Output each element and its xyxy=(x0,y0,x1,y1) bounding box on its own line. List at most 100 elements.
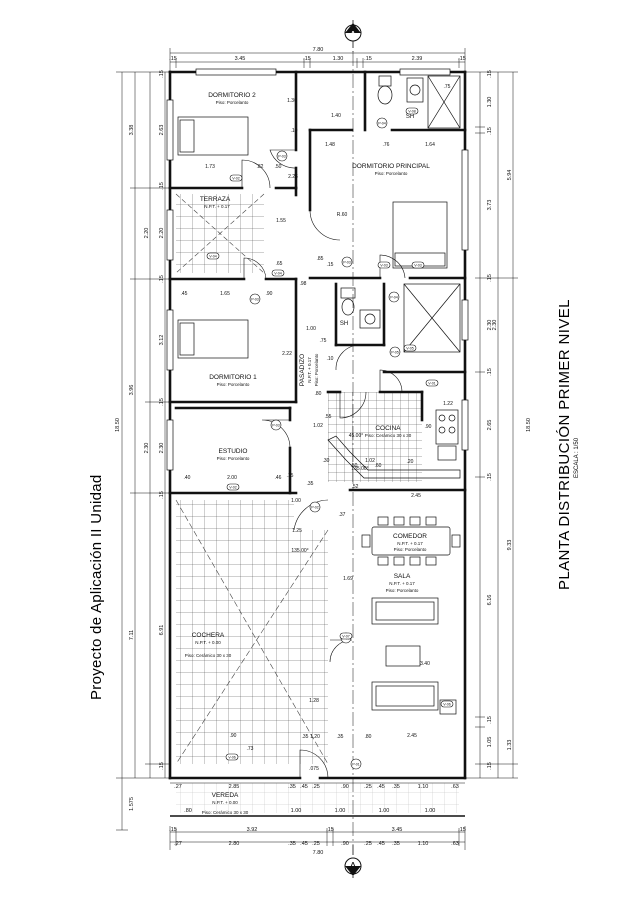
dim-annot: .50 xyxy=(275,164,282,170)
door-tag: P-04 xyxy=(376,117,388,129)
dim-bottom-overall: 7.80 xyxy=(313,850,324,856)
dims-bottom-text: .15 3.92 .15 3.45 .15 .27 2.80 .35 .45 .… xyxy=(169,827,466,856)
svg-text:V-04: V-04 xyxy=(274,272,281,276)
dim-right-outer: 9.33 xyxy=(507,540,513,551)
windows xyxy=(166,68,469,471)
dim-annot: .90 xyxy=(230,733,237,739)
dim-right-inner: 2.65 xyxy=(487,420,493,431)
dim-left-inner: .15 xyxy=(159,398,165,406)
dim-right-inner: .15 xyxy=(487,70,493,78)
window-tag: V-04 xyxy=(271,269,285,277)
dim-annot: 1.00 xyxy=(291,498,301,504)
dim-left-total: 18.50 xyxy=(115,418,121,432)
room-cochera-floor: Piso: Cerámico 30 x 30 xyxy=(185,653,232,658)
room-comedor-floor: Piso: Porcelanto xyxy=(394,547,427,552)
dim-bottom-row2: 2.80 xyxy=(229,841,240,847)
dim-left-mid: 2.30 xyxy=(144,443,150,454)
dim-left-inner: 3.12 xyxy=(159,335,165,346)
dim-annot: .55 xyxy=(325,414,332,420)
dim-annot: 1.25 xyxy=(292,528,302,534)
dim-annot: .40 xyxy=(184,475,191,481)
door-tag: P-05 xyxy=(389,346,401,358)
door-tag: P-04 xyxy=(388,291,400,303)
dim-annot: .75 xyxy=(320,338,327,344)
dim-annot: .52 xyxy=(352,484,359,490)
dim-annot: .82 xyxy=(257,164,264,170)
dim-right-inner: .15 xyxy=(487,716,493,724)
dims-right-text: 18.50 5.94 9.33 1.33 2.30 .15 1.30 .15 3… xyxy=(487,70,532,770)
dim-left-inner: 2.63 xyxy=(159,125,165,136)
dim-left-inner: .15 xyxy=(159,70,165,78)
dim-annot: 1.30 xyxy=(287,98,297,104)
dim-annot: 2.45 xyxy=(411,493,421,499)
dim-annot: .075 xyxy=(309,766,319,772)
cochera-tiles-east xyxy=(294,530,328,764)
room-vereda-floor: Piso: Cerámico 30 x 30 xyxy=(202,810,249,815)
svg-text:V-02: V-02 xyxy=(232,177,239,181)
dim-annot: .37 xyxy=(339,512,346,518)
window-tag: V-07 xyxy=(339,632,353,640)
room-comedor-level: N.P.T. + 0.17 xyxy=(397,541,423,546)
dim-left-mid: 2.20 xyxy=(144,228,150,239)
dim-annot: 1.73 xyxy=(205,164,215,170)
dim-right-inner: 1.05 xyxy=(487,737,493,748)
svg-text:P-03: P-03 xyxy=(278,155,286,159)
dim-top-seg: 3.45 xyxy=(235,56,246,62)
svg-text:P-04: P-04 xyxy=(378,122,386,126)
dim-right-inner: .15 xyxy=(487,473,493,481)
dim-left-inner: .15 xyxy=(159,275,165,283)
door-tag: P-03 xyxy=(276,150,288,162)
door-tag: P-02 xyxy=(309,501,321,513)
dim-annot: .35 xyxy=(302,734,309,740)
svg-text:V-08: V-08 xyxy=(408,110,415,114)
dim-annot: .35 xyxy=(307,481,314,487)
dim-annot: 1.55 xyxy=(276,218,286,224)
dim-annot: .73 xyxy=(247,746,254,752)
dim-annot: .15 xyxy=(287,473,294,479)
door-tag: P-01 xyxy=(350,758,362,770)
opening-tags: P-03 P-03 P-03 P-03 P-04 P-04 P-05 P-02 … xyxy=(206,107,454,770)
room-sala-floor: Piso: Porcelanto xyxy=(386,588,419,593)
dim-top-seg: .15 xyxy=(364,56,372,62)
dim-bottom-row2: .63 xyxy=(451,841,459,847)
dim-left-inner: 2.20 xyxy=(159,228,165,239)
dim-annot: 1.22 xyxy=(443,401,453,407)
dim-left-inner: .15 xyxy=(159,762,165,770)
dim-annot: .50 xyxy=(351,463,358,469)
dim-annot: 1.20 xyxy=(310,734,320,740)
dim-annot: .45 xyxy=(181,291,188,297)
dim-bottom-row1: 3.45 xyxy=(392,827,403,833)
svg-text:V-07: V-07 xyxy=(342,635,349,639)
dim-top-seg: 2.39 xyxy=(412,56,423,62)
dim-annot: .85 xyxy=(317,256,324,262)
dim-top-seg: .15 xyxy=(303,56,311,62)
svg-text:V-03: V-03 xyxy=(380,264,387,268)
room-pasadizo-floor: Piso: Porcelanto xyxy=(314,353,319,386)
sheet-scale: ESCALA : 1/50 xyxy=(574,437,580,478)
dim-bottom-row1: .15 xyxy=(326,827,334,833)
dim-annot: 1.48 xyxy=(325,142,335,148)
dim-annot: 135.00° xyxy=(351,466,368,472)
section-letter-bottom: A xyxy=(350,861,357,872)
room-dormitorio2: DORMITORIO 2 xyxy=(208,92,256,99)
room-sh-top: SH xyxy=(406,114,414,120)
window-tag: V-01 xyxy=(425,379,439,387)
svg-text:V-02: V-02 xyxy=(229,486,236,490)
dim-annot: 2.22 xyxy=(282,351,292,357)
svg-text:P-02: P-02 xyxy=(311,506,319,510)
dim-annot: .46 xyxy=(275,475,282,481)
dim-annot: 2.26 xyxy=(288,174,298,180)
dim-left-inner: 6.91 xyxy=(159,625,165,636)
dim-annot: .20 xyxy=(407,459,414,465)
dim-annot: R.60 xyxy=(337,212,348,218)
dim-top-seg: 1.30 xyxy=(333,56,344,62)
dim-left-outer: 3.38 xyxy=(129,125,135,136)
dim-annot: .90 xyxy=(266,291,273,297)
sheet-title: PLANTA DISTRIBUCIÓN PRIMER NIVEL xyxy=(556,299,573,590)
window-tag: V-02 xyxy=(229,174,243,182)
cochera-diagonals xyxy=(175,499,329,765)
dim-annot: .10 xyxy=(327,356,334,362)
section-marker-top: A xyxy=(344,20,362,52)
terraza-diagonals xyxy=(175,193,265,274)
